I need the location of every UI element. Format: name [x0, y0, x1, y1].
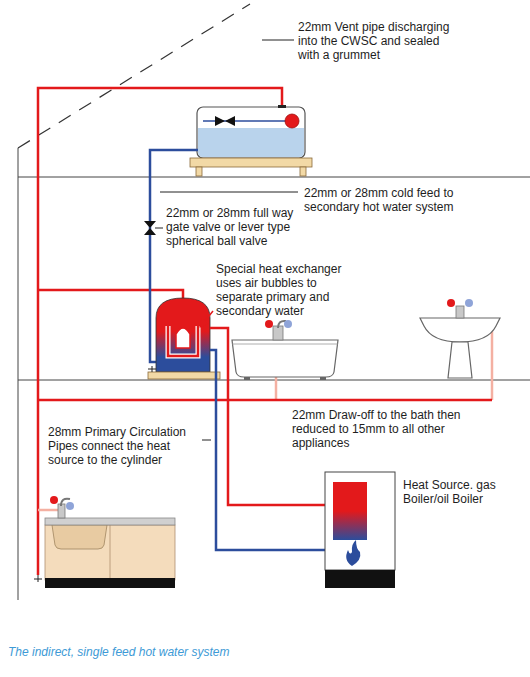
heat-exchanger: [168, 326, 198, 356]
leader-line: [202, 440, 211, 441]
basin-tap: [456, 306, 464, 318]
boiler-base: [325, 570, 395, 588]
hot-water-cylinder: [156, 298, 210, 372]
figure-caption: The indirect, single feed hot water syst…: [8, 645, 508, 659]
cistern-water: [198, 128, 304, 157]
cabinet-door: [110, 525, 111, 578]
wall-line: [18, 148, 19, 600]
float-ball: [285, 114, 299, 128]
air-bubble-dome: [176, 328, 190, 348]
draw-off-note: 22mm Draw-off to the bath then reduced t…: [292, 408, 462, 450]
gate-valve: [144, 221, 156, 235]
bath-tap: [273, 326, 283, 340]
leader-line: [262, 40, 294, 41]
hot-handle: [265, 320, 273, 328]
sink-hot-pipe: [38, 509, 58, 512]
grummet: [278, 105, 286, 108]
stand-leg: [196, 167, 202, 176]
bath-foot: [244, 377, 250, 380]
basin-pedestal: [448, 342, 472, 378]
cylinder-stand: [148, 372, 220, 379]
basin: [420, 318, 500, 342]
boiler-label: Heat Source. gas Boiler/oil Boiler: [403, 478, 525, 506]
exchanger-note: Special heat exchanger uses air bubbles …: [216, 262, 366, 318]
leader-line: [160, 192, 298, 193]
cold-handle: [66, 502, 74, 510]
boiler-box: Heat Source. gas Boiler/oil Boiler: [325, 472, 395, 570]
primary-return-pipe: [210, 350, 325, 550]
bath-foot: [320, 377, 326, 380]
sink-cabinet: [45, 525, 175, 580]
hot-handle: [447, 299, 455, 307]
bath-rim: [232, 344, 338, 345]
primary-note: 28mm Primary Circulation Pipes connect t…: [48, 425, 198, 467]
drain-cock: [148, 366, 156, 372]
cold-handle: [284, 320, 292, 328]
cold-handle: [465, 299, 473, 307]
cylinder-outlet-pipe: [38, 290, 183, 300]
heat-exchanger: [168, 326, 198, 356]
flame-symbol: [346, 540, 360, 566]
pointer-arrow: [200, 311, 213, 327]
vent-note: 22mm Vent pipe discharging into the CWSC…: [298, 20, 460, 62]
boiler-casing: [325, 472, 395, 570]
sink-tap: [58, 504, 65, 518]
plinth: [45, 578, 175, 588]
sink-bowl: [52, 525, 107, 549]
first-floor: [18, 380, 530, 381]
basin-hot-pipe: [491, 322, 494, 400]
float-valve: [215, 116, 235, 126]
cistern-stand: [190, 158, 312, 167]
worktop: [45, 518, 175, 525]
loft-floor: [18, 177, 530, 178]
valve-note: 22mm or 28mm full way gate valve or leve…: [166, 206, 298, 248]
cistern: [197, 107, 305, 158]
leader-line: [155, 228, 163, 229]
draw-off-pipe: [38, 399, 492, 402]
drain-cock: [34, 575, 42, 582]
stand-leg: [300, 167, 306, 176]
cold-feed-note: 22mm or 28mm cold feed to secondary hot …: [304, 186, 454, 214]
bath: [232, 340, 338, 377]
hot-handle: [50, 496, 58, 504]
boiler-panel: [333, 482, 367, 540]
